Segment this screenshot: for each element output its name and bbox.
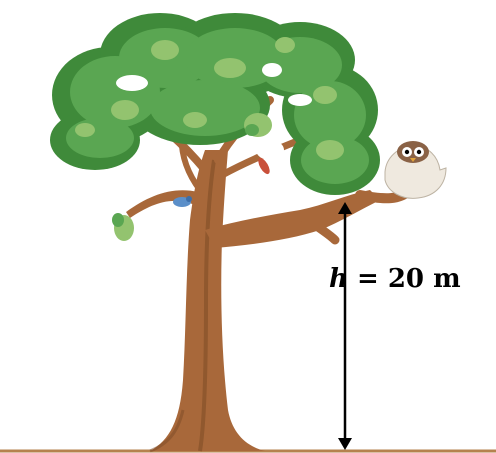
bird-icon [173,196,192,207]
height-label: h = 20 m [329,264,461,294]
height-arrow [338,202,352,450]
equals-sign: = [356,264,379,294]
leaf-icon [112,213,134,241]
height-unit: m [433,264,461,294]
branch-right [205,190,380,248]
height-value: 20 [387,264,425,294]
tree-foliage [50,13,380,195]
owl-icon [384,141,447,199]
height-variable: h [329,264,348,294]
tree [50,13,447,453]
small-leaf-cluster [244,113,272,137]
red-bird-icon [258,157,270,175]
